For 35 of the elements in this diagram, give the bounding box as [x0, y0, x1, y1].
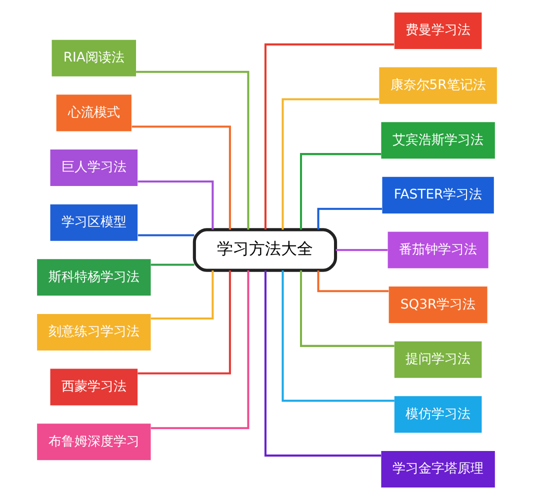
node-box: SQ3R学习法: [388, 286, 487, 324]
connector: [137, 234, 194, 236]
node-box: 学习区模型: [50, 204, 138, 241]
node-box: FASTER学习法: [382, 176, 494, 214]
connector: [150, 264, 194, 266]
connector: [316, 270, 388, 292]
node-box: 刻意练习学习法: [36, 314, 150, 350]
node-box: 布鲁姆深度学习: [36, 424, 150, 460]
node-box: 艾宾浩斯学习法: [380, 122, 494, 159]
connector: [300, 270, 394, 347]
node-box: 巨人学习法: [50, 150, 138, 186]
node-box: 番茄钟学习法: [387, 232, 488, 268]
connector: [335, 248, 388, 252]
node-box: 西蒙学习法: [50, 368, 138, 406]
connector: [136, 70, 249, 230]
connector: [131, 126, 230, 230]
node-box: RIA阅读法: [51, 40, 136, 76]
connector: [300, 153, 381, 230]
node-box: 康奈尔5R笔记法: [378, 67, 496, 104]
connector: [316, 208, 382, 230]
node-box: 费曼学习法: [394, 12, 482, 49]
connector: [150, 270, 249, 430]
connector: [281, 270, 394, 402]
node-box: 模仿学习法: [394, 396, 482, 433]
node-box: 学习方法大全: [192, 228, 337, 272]
node-box: 提问学习法: [394, 341, 482, 378]
connector: [137, 180, 214, 230]
connector: [264, 270, 381, 457]
connector: [137, 270, 230, 374]
connector: [264, 43, 394, 230]
node-box: 学习金字塔原理: [380, 451, 494, 488]
connector: [281, 98, 378, 230]
connector: [150, 270, 214, 320]
node-box: 心流模式: [56, 94, 131, 132]
node-box: 斯科特杨学习法: [36, 259, 150, 296]
